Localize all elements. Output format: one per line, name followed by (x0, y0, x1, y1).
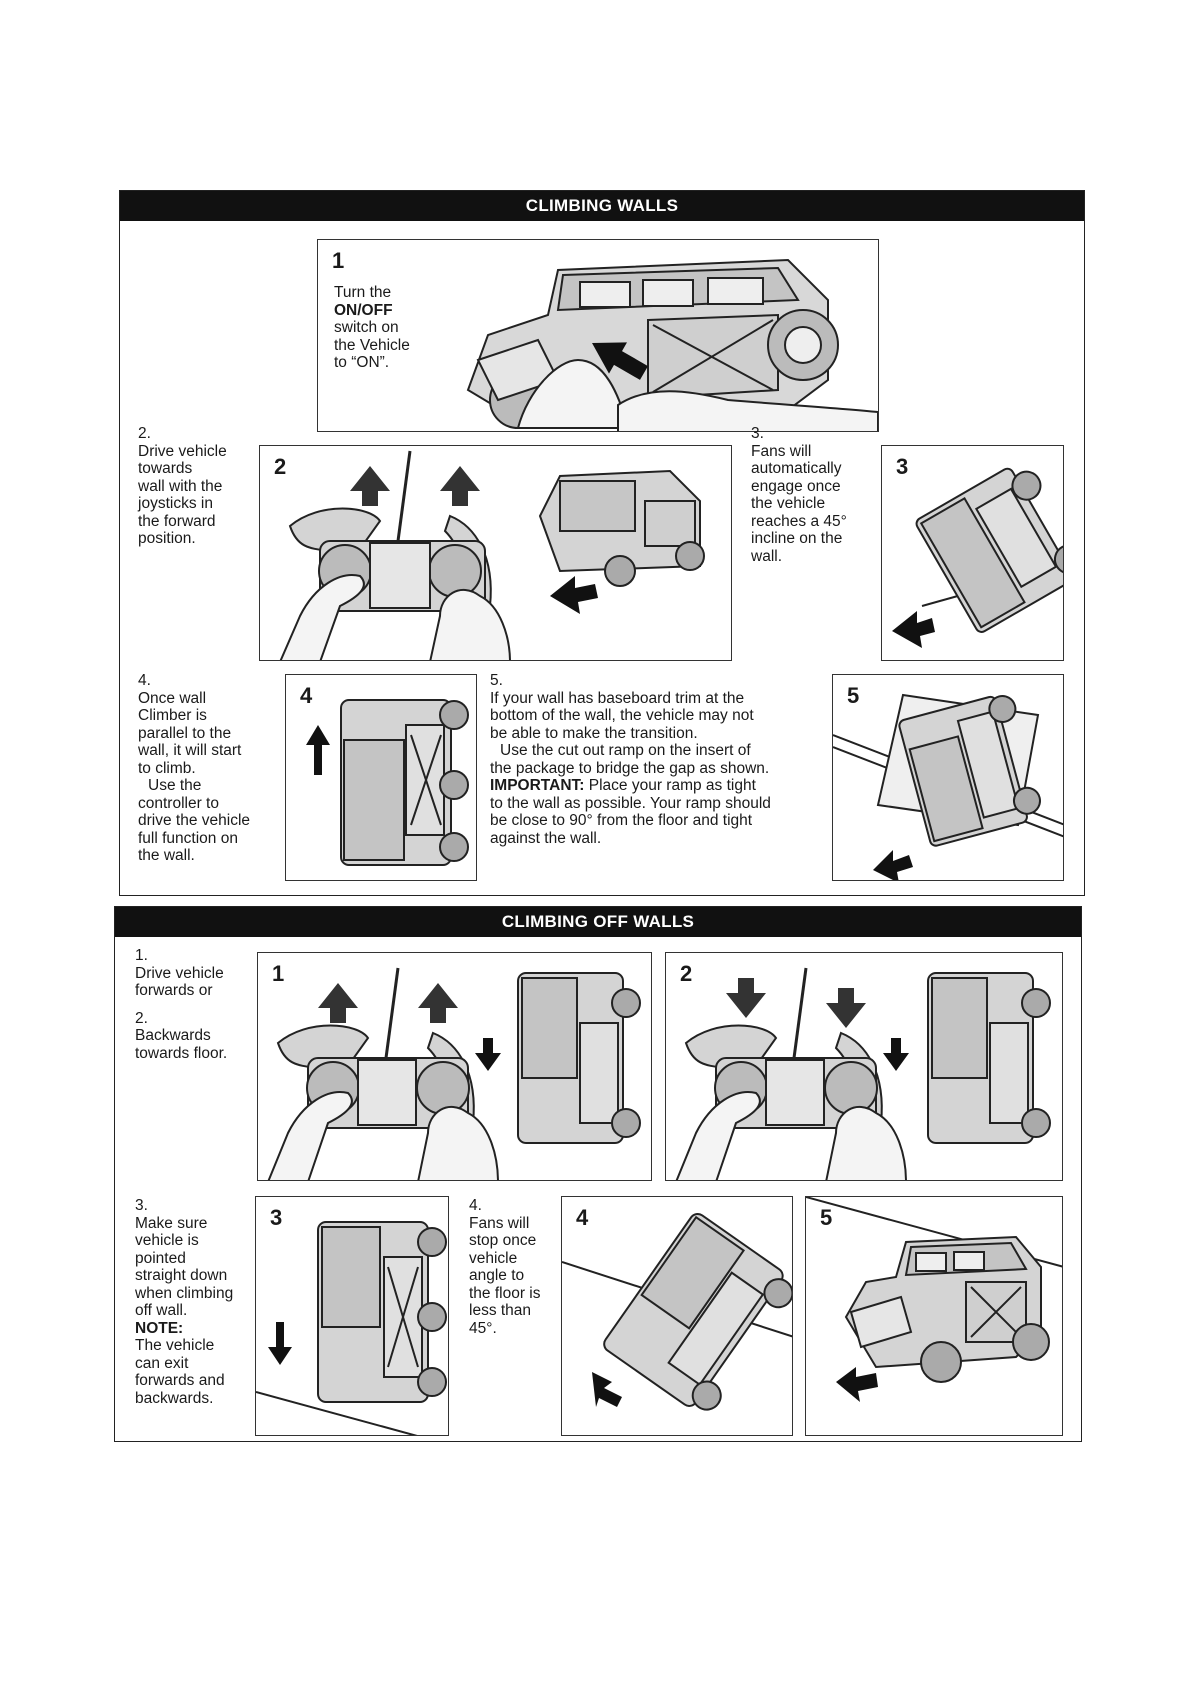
controller-forward-illustration (279, 450, 705, 660)
climbing-panel-3: 3 (881, 445, 1064, 661)
panel-number: 1 (272, 961, 285, 986)
vehicle-switch-illustration (466, 258, 878, 431)
step-2-text: 2. Drive vehicle towards wall with the j… (138, 425, 227, 547)
vehicle-incline-illustration (892, 467, 1063, 648)
step-4-text: 4. Once wall Climber is parallel to the … (138, 672, 251, 864)
vehicle-on-floor-illustration (806, 1197, 1062, 1402)
climbing-off-walls-section: CLIMBING OFF WALLS 1. Drive vehicle forw… (114, 906, 1082, 1442)
vehicle-climbing-illustration (306, 699, 469, 866)
vehicle-descending-illustration (256, 1221, 447, 1435)
panel-number: 3 (270, 1205, 283, 1230)
vehicle-exiting-wall-illustration (562, 1212, 792, 1411)
off-step-4-text: 4. Fans will stop once vehicle angle to … (469, 1197, 541, 1337)
panel-number: 5 (820, 1205, 833, 1230)
off-panel-3: 3 (255, 1196, 449, 1436)
off-panel-1: 1 (257, 952, 652, 1181)
off-step-1-text: 1. Drive vehicle forwards or 2. Backward… (135, 947, 228, 1062)
controller-down-illustration (675, 967, 1051, 1180)
panel-number: 4 (300, 683, 313, 708)
climbing-off-walls-heading: CLIMBING OFF WALLS (115, 907, 1081, 937)
panel-number: 4 (576, 1205, 589, 1230)
panel-number: 2 (274, 454, 287, 479)
climbing-walls-section: CLIMBING WALLS 1 Turn the ON/OFF switch … (119, 190, 1085, 896)
climbing-panel-5: 5 (832, 674, 1064, 881)
ramp-illustration (833, 693, 1063, 880)
climbing-panel-1: 1 Turn the ON/OFF switch on the Vehicle … (317, 239, 879, 432)
off-panel-2: 2 (665, 952, 1063, 1181)
off-panel-5: 5 (805, 1196, 1063, 1436)
off-panel-4: 4 (561, 1196, 793, 1436)
panel-number: 3 (896, 454, 909, 479)
panel-1-instruction: Turn the ON/OFF switch on the Vehicle to… (334, 284, 410, 371)
panel-number: 1 (332, 248, 345, 273)
climbing-walls-heading: CLIMBING WALLS (120, 191, 1084, 221)
step-3-text: 3. Fans will automatically engage once t… (751, 425, 847, 565)
panel-number: 2 (680, 961, 693, 986)
step-5-text: 5. If your wall has baseboard trim at th… (490, 672, 771, 847)
climbing-panel-2: 2 (259, 445, 732, 661)
off-step-3-text: 3. Make sure vehicle is pointed straight… (135, 1197, 234, 1407)
controller-up-illustration (267, 967, 641, 1180)
panel-number: 5 (847, 683, 860, 708)
climbing-panel-4: 4 (285, 674, 477, 881)
